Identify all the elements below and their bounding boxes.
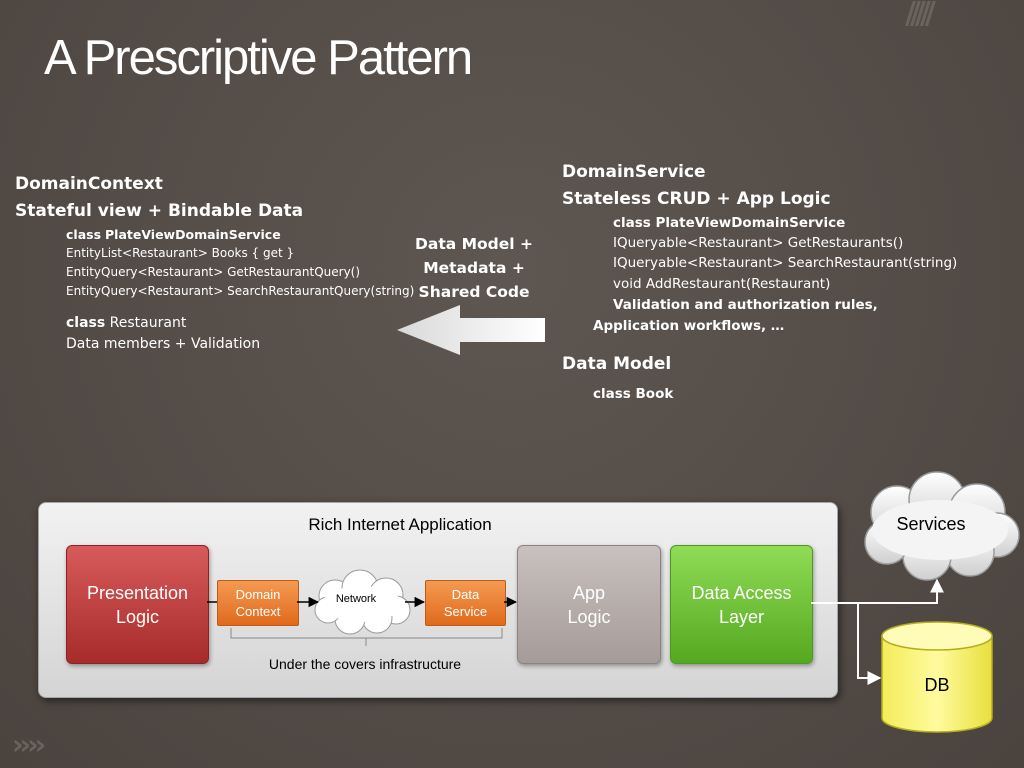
- class-book-line: class Book: [593, 386, 674, 402]
- shared-code-label: Data Model + Metadata + Shared Code: [408, 232, 540, 304]
- under-the-covers-label: Under the covers infrastructure: [268, 656, 462, 672]
- app-logic-box: App Logic: [517, 545, 661, 664]
- left-class-keyword: class: [66, 227, 102, 242]
- page-title: A Prescriptive Pattern: [44, 31, 473, 85]
- shared-code-arrow-icon: [397, 305, 545, 355]
- services-label: Services: [896, 514, 966, 534]
- domain-context-box: Domain Context: [217, 580, 299, 626]
- right-code-line-3: void AddRestaurant(Restaurant): [613, 276, 831, 292]
- domainservice-heading: DomainService: [562, 162, 706, 182]
- db-label: DB: [924, 675, 950, 695]
- restaurant-class-line: class Restaurant: [66, 314, 186, 333]
- stateful-view-heading: Stateful view + Bindable Data: [15, 201, 304, 221]
- network-label: Network: [335, 593, 377, 605]
- restaurant-desc: Data members + Validation: [66, 336, 261, 352]
- presentation-logic-box: Presentation Logic: [66, 545, 209, 664]
- right-code-line-1: IQueryable<Restaurant> GetRestaurants(): [613, 235, 904, 251]
- services-cloud-icon: [864, 471, 1020, 581]
- connector-dal-services: [811, 578, 944, 604]
- shared-code-line-2: Metadata +: [423, 259, 525, 277]
- connector-dal-db: [857, 603, 882, 685]
- database-cylinder-icon: [881, 621, 993, 733]
- restaurant-class-keyword: class: [66, 315, 106, 331]
- stateless-crud-heading: Stateless CRUD + App Logic: [562, 189, 831, 209]
- data-model-heading: Data Model: [562, 354, 672, 374]
- shared-code-line-3: Shared Code: [418, 283, 530, 301]
- left-code-line-2: EntityQuery<Restaurant> GetRestaurantQue…: [66, 265, 361, 279]
- left-code-line-1: EntityList<Restaurant> Books { get }: [66, 246, 295, 260]
- data-service-box: Data Service: [425, 580, 506, 626]
- data-access-layer-box: Data Access Layer: [670, 545, 813, 664]
- infrastructure-bracket: [230, 628, 503, 639]
- left-class-name: PlateViewDomainService: [105, 227, 281, 242]
- network-cloud-icon: [314, 569, 411, 635]
- shared-code-line-1: Data Model +: [415, 235, 533, 253]
- restaurant-class-name: Restaurant: [109, 315, 187, 331]
- left-code-line-3: EntityQuery<Restaurant> SearchRestaurant…: [66, 284, 415, 298]
- decorative-chevrons-bottom: ››››: [12, 728, 46, 761]
- rich-internet-application-title: Rich Internet Application: [308, 515, 492, 534]
- workflows-line: Application workflows, …: [593, 318, 785, 334]
- validation-rules-line: Validation and authorization rules,: [613, 297, 878, 313]
- right-class-line: class PlateViewDomainService: [613, 215, 846, 231]
- domaincontext-heading: DomainContext: [15, 174, 163, 194]
- left-class-line: class PlateViewDomainService: [66, 225, 281, 244]
- right-code-line-2: IQueryable<Restaurant> SearchRestaurant(…: [613, 255, 958, 271]
